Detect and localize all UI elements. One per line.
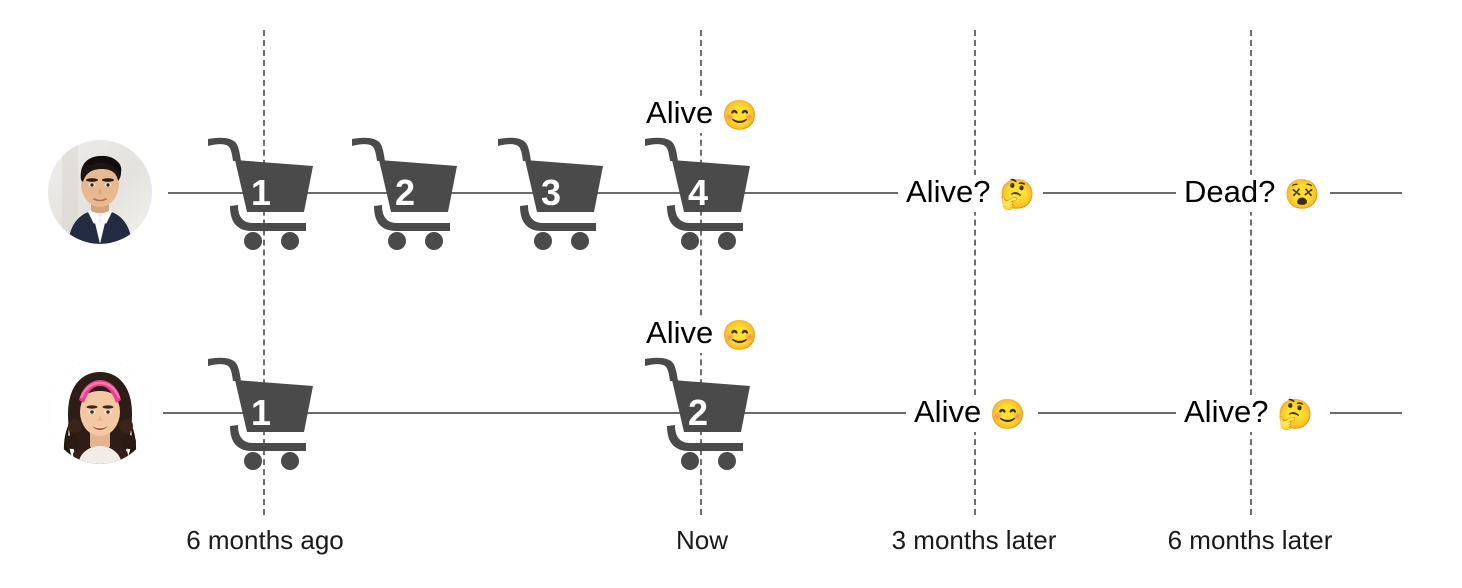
time-marker-6-months-ago <box>263 30 265 515</box>
top-callout-text: Alive <box>646 95 714 130</box>
top-status-3-months-text: Alive? <box>906 174 991 209</box>
smiling-face-emoji: 😊 <box>989 399 1026 431</box>
thinking-face-emoji: 🤔 <box>1277 399 1314 431</box>
top-rail-segment-2 <box>1040 192 1185 194</box>
time-marker-now <box>700 30 702 515</box>
purchase-cart-2[interactable]: 2 <box>349 133 461 251</box>
bottom-rail-segment-3 <box>1330 412 1402 414</box>
axis-label-now: Now <box>675 525 729 555</box>
male-avatar <box>48 140 152 244</box>
smiling-face-emoji: 😊 <box>721 100 758 132</box>
bottom-rail-segment-1 <box>163 412 908 414</box>
top-status-3-months: Alive? 🤔 <box>898 174 1044 212</box>
bottom-status-6-months: Alive? 🤔 <box>1176 394 1322 432</box>
bottom-rail-segment-2 <box>1038 412 1183 414</box>
purchase-cart-3[interactable]: 3 <box>495 133 607 251</box>
axis-label-6-months-ago: 6 months ago <box>186 525 344 555</box>
smiling-face-emoji: 😊 <box>721 320 758 352</box>
purchase-cart-1[interactable]: 1 <box>205 353 317 471</box>
time-marker-6-months-later <box>1250 30 1252 515</box>
axis-label-6-months-later: 6 months later <box>1167 525 1333 555</box>
bottom-callout-text: Alive <box>646 315 714 350</box>
bottom-status-6-months-text: Alive? <box>1184 394 1269 429</box>
female-avatar <box>48 360 152 464</box>
purchase-cart-4[interactable]: 4 <box>642 133 754 251</box>
bottom-status-3-months-text: Alive <box>914 394 982 429</box>
thinking-face-emoji: 🤔 <box>999 179 1036 211</box>
top-now-status-callout: Alive 😊 <box>640 96 764 133</box>
bottom-now-status-callout: Alive 😊 <box>640 316 764 353</box>
dizzy-face-emoji: 😵 <box>1283 179 1321 211</box>
time-marker-3-months-later <box>974 30 976 515</box>
top-status-6-months-text: Dead? <box>1184 174 1276 209</box>
purchase-cart-1[interactable]: 1 <box>205 133 317 251</box>
top-status-6-months: Dead? 😵 <box>1176 174 1329 212</box>
axis-label-3-months-later: 3 months later <box>891 525 1057 555</box>
purchase-cart-2[interactable]: 2 <box>642 353 754 471</box>
top-rail-segment-3 <box>1330 192 1402 194</box>
bottom-status-3-months: Alive 😊 <box>906 395 1034 432</box>
